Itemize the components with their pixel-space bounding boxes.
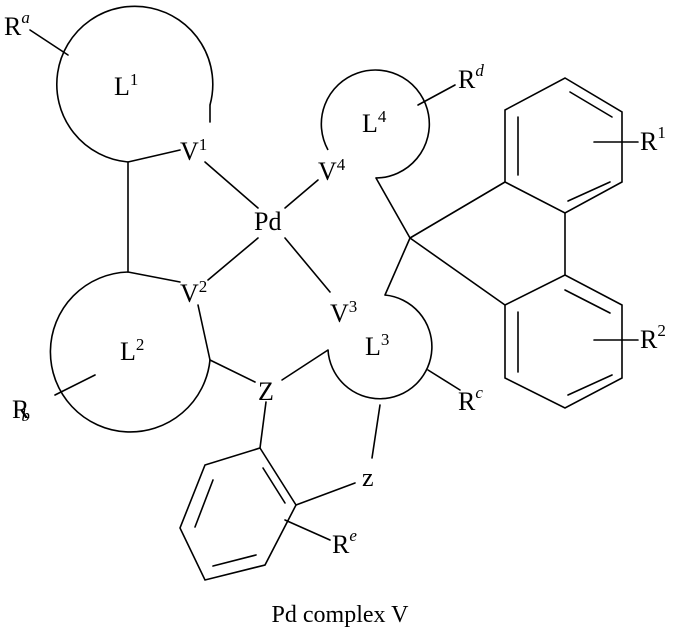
label-v3: V3 xyxy=(330,297,357,328)
bond-l4-spiro xyxy=(376,178,410,238)
label-r2: R2 xyxy=(640,321,666,354)
label-l2: L2 xyxy=(120,335,144,366)
bond-rc xyxy=(428,370,460,390)
label-rc: Rc xyxy=(458,383,483,416)
label-v4: V4 xyxy=(318,155,346,186)
figure-caption: Pd complex V xyxy=(272,602,410,628)
label-rd: Rd xyxy=(458,61,484,94)
bond-l3-spiro xyxy=(385,238,410,295)
bond-rd xyxy=(418,85,455,105)
benzene-bottom-db1 xyxy=(263,468,285,503)
bond-z-small-l3 xyxy=(372,405,380,458)
label-v1: V1 xyxy=(180,135,207,166)
bond-v2-l2 xyxy=(198,305,210,360)
label-z-small: z xyxy=(362,463,374,492)
bond-spiro-top xyxy=(410,182,505,238)
bond-spiro-bottom xyxy=(410,238,505,305)
benzene-bottom-db3 xyxy=(195,480,213,527)
label-r1: R1 xyxy=(640,123,666,156)
bond-v2-pd xyxy=(208,238,258,280)
label-rb: Rb xyxy=(12,395,30,425)
benzene-bottom-db2 xyxy=(213,555,256,566)
label-l3: L3 xyxy=(365,330,389,361)
bond-l2-v2 xyxy=(128,272,180,282)
label-v2: V2 xyxy=(180,277,207,308)
benzene-top-db2 xyxy=(570,92,612,117)
label-re: Re xyxy=(332,526,357,559)
bond-ra xyxy=(30,30,68,55)
bond-z-l3 xyxy=(282,350,328,380)
label-ra: Ra xyxy=(4,8,30,41)
benzene-bot-db1 xyxy=(565,290,610,313)
label-l1: L1 xyxy=(114,70,138,101)
bond-re xyxy=(285,520,330,540)
bond-l1-v1b xyxy=(128,150,180,162)
bond-benzene-z-small xyxy=(296,483,355,505)
benzene-bot-db2 xyxy=(568,375,612,395)
bond-l2-z xyxy=(210,360,255,382)
bond-pd-v4 xyxy=(285,180,318,208)
benzene-bottom-right xyxy=(505,275,622,408)
label-l4: L4 xyxy=(362,107,387,138)
bond-v1-pd xyxy=(205,162,258,208)
bond-rb xyxy=(55,375,95,395)
label-z-big: Z xyxy=(258,377,274,406)
bond-pd-v3 xyxy=(285,238,330,292)
bond-z-benzene xyxy=(260,402,266,448)
label-pd: Pd xyxy=(254,207,281,236)
benzene-top-right xyxy=(505,78,622,213)
